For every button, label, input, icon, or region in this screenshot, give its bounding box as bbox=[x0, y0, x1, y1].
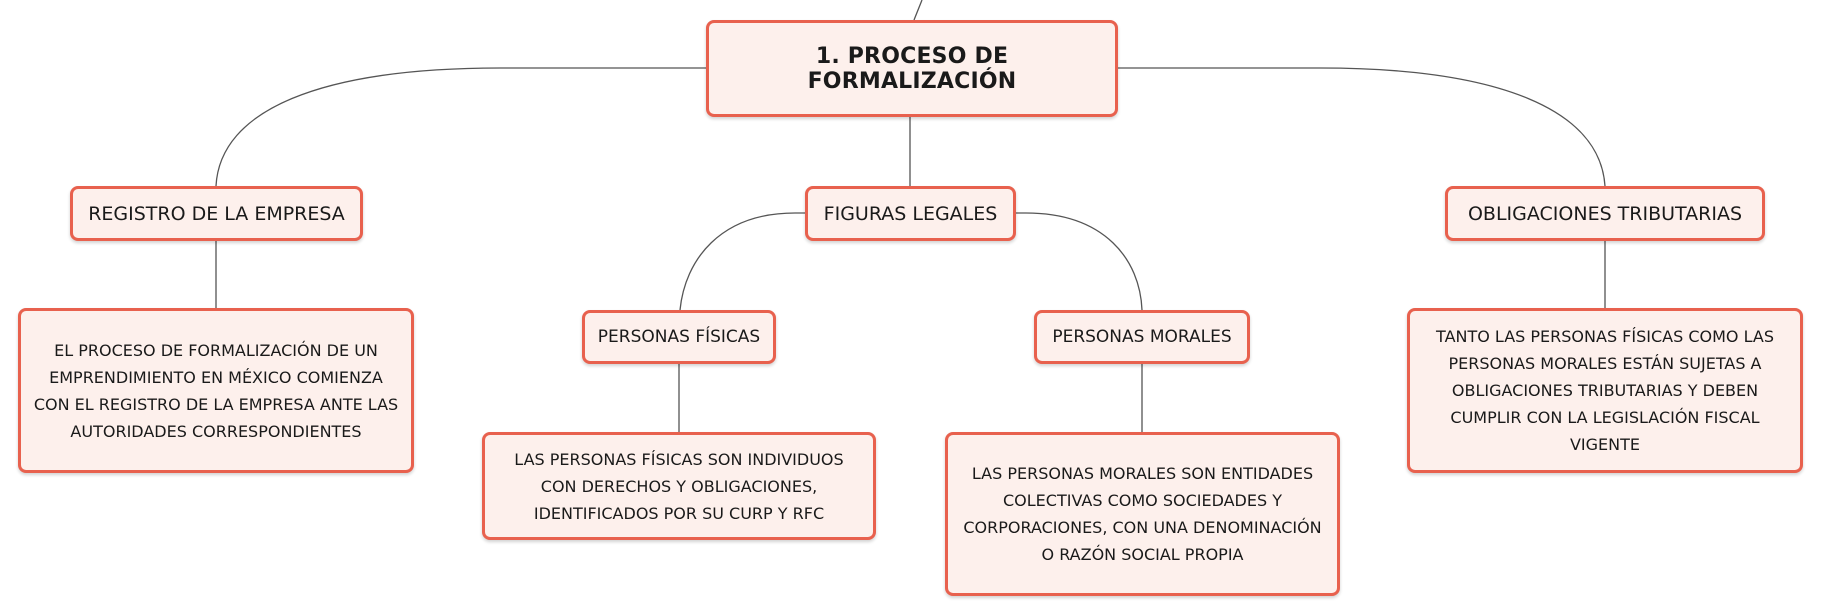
node-registro-description[interactable]: EL PROCESO DE FORMALIZACIÓN DE UN EMPREN… bbox=[18, 308, 414, 473]
node-label: PERSONAS FÍSICAS bbox=[597, 327, 761, 347]
node-proceso-de-formalizacion[interactable]: 1. PROCESO DE FORMALIZACIÓN bbox=[706, 20, 1118, 117]
node-description: TANTO LAS PERSONAS FÍSICAS COMO LAS PERS… bbox=[1436, 327, 1774, 454]
node-registro-de-la-empresa[interactable]: REGISTRO DE LA EMPRESA bbox=[70, 186, 363, 241]
node-label: 1. PROCESO DE FORMALIZACIÓN bbox=[807, 43, 1017, 94]
node-label: OBLIGACIONES TRIBUTARIAS bbox=[1467, 202, 1743, 225]
node-description: LAS PERSONAS MORALES SON ENTIDADES COLEC… bbox=[963, 464, 1322, 564]
node-personas-morales-description[interactable]: LAS PERSONAS MORALES SON ENTIDADES COLEC… bbox=[945, 432, 1340, 596]
node-personas-morales[interactable]: PERSONAS MORALES bbox=[1034, 310, 1250, 364]
node-personas-fisicas[interactable]: PERSONAS FÍSICAS bbox=[582, 310, 776, 364]
node-label: FIGURAS LEGALES bbox=[823, 202, 998, 225]
edge-parent-to-root bbox=[913, 0, 923, 21]
node-obligaciones-description[interactable]: TANTO LAS PERSONAS FÍSICAS COMO LAS PERS… bbox=[1407, 308, 1803, 473]
node-figuras-legales[interactable]: FIGURAS LEGALES bbox=[805, 186, 1016, 241]
edge-figuras-to-fisicas bbox=[679, 212, 805, 311]
node-description: LAS PERSONAS FÍSICAS SON INDIVIDUOS CON … bbox=[514, 449, 844, 523]
node-obligaciones-tributarias[interactable]: OBLIGACIONES TRIBUTARIAS bbox=[1445, 186, 1765, 241]
node-description: EL PROCESO DE FORMALIZACIÓN DE UN EMPREN… bbox=[33, 340, 399, 441]
edge-root-to-registro bbox=[215, 67, 706, 187]
edge-root-to-obligaciones bbox=[1118, 67, 1606, 187]
edge-figuras-to-morales bbox=[1016, 212, 1143, 311]
node-label: REGISTRO DE LA EMPRESA bbox=[88, 202, 345, 225]
node-label: PERSONAS MORALES bbox=[1052, 327, 1232, 347]
node-personas-fisicas-description[interactable]: LAS PERSONAS FÍSICAS SON INDIVIDUOS CON … bbox=[482, 432, 876, 540]
